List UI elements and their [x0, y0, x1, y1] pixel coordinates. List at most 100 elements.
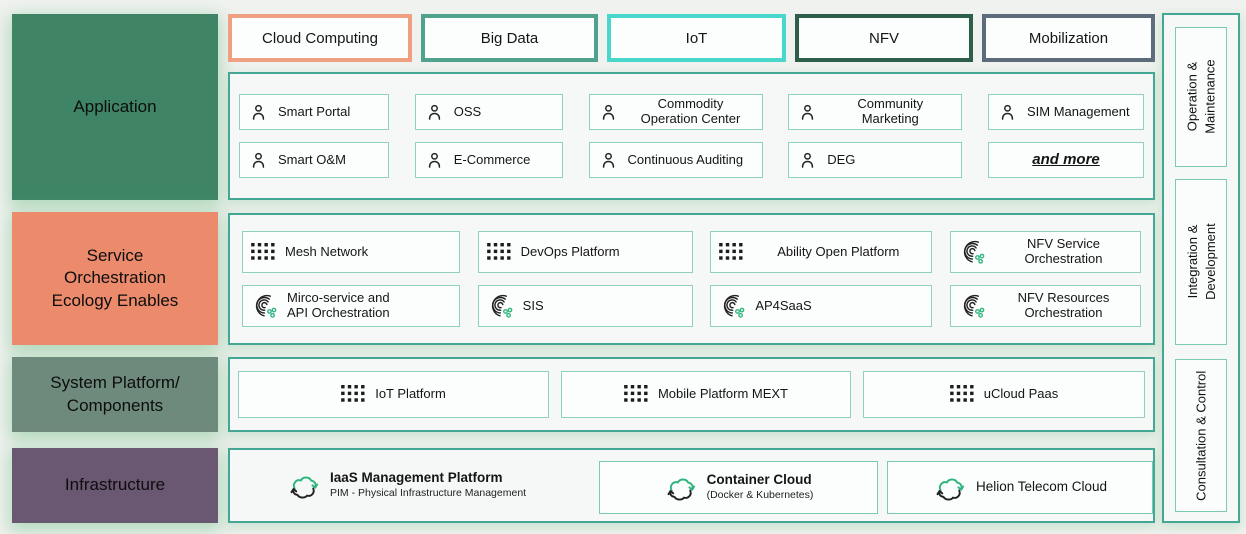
layer-application: Application [12, 14, 218, 200]
app-item-oss: OSS [414, 94, 563, 130]
grid-icon [341, 385, 366, 404]
item-label: Mobile Platform MEXT [657, 386, 789, 402]
grid-icon [950, 385, 975, 404]
tab-label: NFV [869, 29, 899, 47]
svc-item-ability-open-platform: Ability Open Platform [710, 231, 933, 273]
sidebar-label-line: Integration & [1184, 225, 1200, 299]
app-item-smart-om: Smart O&M [239, 142, 389, 178]
item-label: Mirco-service and API Orchestration [287, 290, 390, 320]
item-label: Smart Portal [278, 103, 351, 119]
item-title: IaaS Management Platform [330, 470, 503, 486]
infra-item-iaas-management-platform: IaaS Management Platform PIM - Physical … [287, 450, 526, 521]
item-label: Smart O&M [278, 151, 346, 167]
item-label: SIS [522, 297, 544, 313]
app-item-community-marketing: Community Marketing [788, 94, 963, 130]
orchestration-swirl-icon [959, 239, 986, 266]
sidebar-item-operation-maintenance: Operation & Maintenance [1175, 27, 1227, 167]
tab-mobilization: Mobilization [982, 14, 1155, 62]
user-icon [797, 150, 818, 171]
grid-icon [624, 385, 649, 404]
sidebar-item-integration-development: Integration & Development [1175, 179, 1227, 345]
grid-icon [251, 243, 276, 262]
item-label: Continuous Auditing [627, 151, 744, 167]
user-icon [424, 102, 445, 123]
infra-item-helion-telecom-cloud: Helion Telecom Cloud [887, 461, 1153, 514]
svc-item-mesh-network: Mesh Network [242, 231, 460, 273]
layer-label: Application [73, 96, 157, 116]
sys-item-mobile-platform-mext: Mobile Platform MEXT [561, 371, 851, 418]
sys-item-ucloud-paas: uCloud Paas [863, 371, 1145, 418]
system-platform-section: IoT Platform Mobile Platform MEXT uCloud… [228, 357, 1155, 432]
grid-icon [719, 243, 744, 262]
cloud-sync-icon [287, 473, 319, 499]
item-label: DEG [827, 151, 856, 167]
app-item-sim-management: SIM Management [988, 94, 1144, 130]
orchestration-swirl-icon [487, 293, 514, 320]
svc-item-sis: SIS [477, 285, 693, 327]
tab-label: Mobilization [1028, 29, 1109, 47]
item-title: Container Cloud [706, 472, 812, 488]
technology-tabs-row: Cloud Computing Big Data IoT NFV Mobiliz… [228, 14, 1155, 62]
item-label: Community Marketing [857, 96, 924, 126]
grid-icon [487, 243, 512, 262]
cloud-sync-icon [933, 475, 965, 501]
user-icon [248, 102, 269, 123]
svc-item-mirco-service-api-orchestration: Mirco-service and API Orchestration [242, 285, 460, 327]
user-icon [997, 102, 1018, 123]
app-item-deg: DEG [788, 142, 963, 178]
tab-big-data: Big Data [421, 14, 598, 62]
item-subtitle: PIM - Physical Infrastructure Management [330, 487, 527, 500]
app-item-smart-portal: Smart Portal [239, 94, 389, 130]
infrastructure-section: IaaS Management Platform PIM - Physical … [228, 448, 1155, 523]
app-item-e-commerce: E-Commerce [414, 142, 563, 178]
item-label: Ability Open Platform [777, 243, 900, 259]
sidebar-label-line: Consultation & Control [1193, 370, 1209, 501]
item-subtitle: (Docker & Kubernetes) [706, 489, 814, 502]
item-title: Helion Telecom Cloud [975, 479, 1108, 495]
service-orchestration-section: Mesh Network DevOps Platform Ability Ope… [228, 213, 1155, 345]
layer-label: System Platform/ Components [50, 373, 180, 415]
app-item-commodity-operation-center: Commodity Operation Center [588, 94, 763, 130]
item-label: E-Commerce [453, 151, 531, 167]
sys-item-iot-platform: IoT Platform [238, 371, 549, 418]
item-label: NFV Resources Orchestration [1017, 290, 1110, 320]
item-label: DevOps Platform [520, 243, 620, 259]
layer-system-platform: System Platform/ Components [12, 357, 218, 432]
layer-label: Service Orchestration Ecology Enables [51, 246, 179, 310]
svc-item-nfv-resources-orchestration: NFV Resources Orchestration [949, 285, 1141, 327]
svc-item-nfv-service-orchestration: NFV Service Orchestration [949, 231, 1141, 273]
application-section: Smart Portal OSS Commodity Operation Cen… [228, 72, 1155, 200]
tab-label: Cloud Computing [262, 29, 378, 47]
user-icon [797, 102, 818, 123]
sidebar-label-line: Maintenance [1202, 59, 1218, 135]
tab-label: IoT [685, 29, 708, 47]
tab-iot: IoT [607, 14, 786, 62]
tab-label: Big Data [480, 29, 539, 47]
item-label: AP4SaaS [755, 297, 812, 313]
svc-item-ap4saas: AP4SaaS [710, 285, 933, 327]
svc-item-devops-platform: DevOps Platform [477, 231, 693, 273]
item-label: SIM Management [1027, 103, 1130, 119]
orchestration-swirl-icon [959, 293, 986, 320]
tab-nfv: NFV [795, 14, 973, 62]
item-label: Commodity Operation Center [640, 96, 741, 126]
right-sidebar: Operation & Maintenance Integration & De… [1162, 13, 1240, 523]
sidebar-label-line: Development [1202, 223, 1218, 301]
item-label: uCloud Paas [983, 386, 1059, 402]
cloud-sync-icon [664, 475, 696, 501]
app-item-and-more: and more [988, 142, 1144, 178]
item-label: NFV Service Orchestration [1024, 236, 1103, 266]
item-label: IoT Platform [375, 386, 446, 402]
layer-label: Infrastructure [64, 475, 166, 495]
layer-infrastructure: Infrastructure [12, 448, 218, 523]
layer-service-orchestration: Service Orchestration Ecology Enables [12, 212, 218, 345]
tab-cloud-computing: Cloud Computing [228, 14, 412, 62]
user-icon [598, 150, 619, 171]
user-icon [424, 150, 445, 171]
item-label: OSS [453, 103, 482, 119]
sidebar-item-consultation-control: Consultation & Control [1175, 359, 1227, 512]
item-label: Mesh Network [285, 243, 369, 259]
infra-item-container-cloud: Container Cloud (Docker & Kubernetes) [599, 461, 878, 514]
sidebar-label-line: Operation & [1184, 62, 1200, 132]
